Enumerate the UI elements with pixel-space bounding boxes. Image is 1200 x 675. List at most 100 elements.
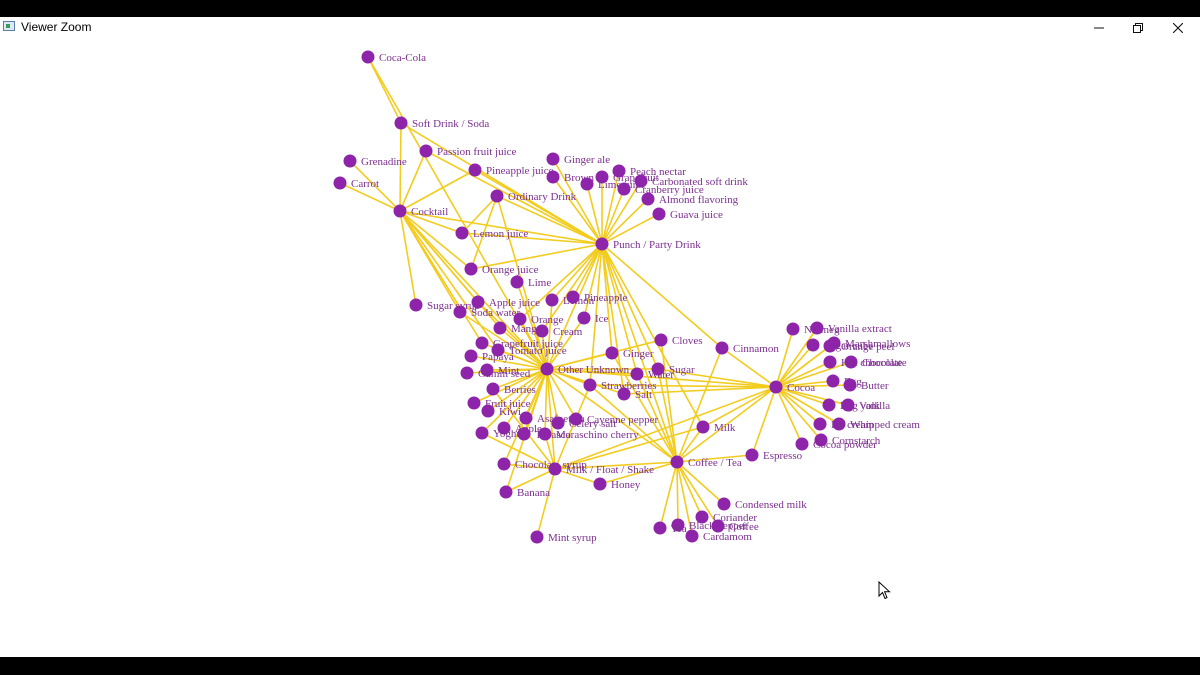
graph-node-marker[interactable]: [513, 312, 527, 326]
graph-node-chocolate[interactable]: Chocolate: [844, 355, 907, 370]
graph-node-marker[interactable]: [545, 293, 559, 307]
graph-node-marker[interactable]: [711, 519, 725, 533]
graph-node-ice[interactable]: Ice: [577, 311, 609, 326]
graph-node-marker[interactable]: [493, 321, 507, 335]
graph-node-marker[interactable]: [844, 355, 858, 369]
graph-node-marker[interactable]: [409, 298, 423, 312]
graph-node-cocoa-powder[interactable]: Cocoa powder: [795, 437, 878, 452]
graph-node-lemon-juice[interactable]: Lemon juice: [455, 226, 529, 241]
graph-node-mint-syrup[interactable]: Mint syrup: [530, 530, 598, 545]
graph-node-cayenne[interactable]: Cayenne pepper: [569, 412, 659, 427]
graph-node-marker[interactable]: [580, 177, 594, 191]
graph-node-marker[interactable]: [617, 182, 631, 196]
graph-node-marker[interactable]: [551, 416, 565, 430]
graph-node-cornstarch[interactable]: Cornstarch: [814, 433, 881, 448]
graph-node-marker[interactable]: [519, 411, 533, 425]
graph-node-marker[interactable]: [517, 427, 531, 441]
graph-node-marker[interactable]: [595, 237, 609, 251]
graph-node-salt[interactable]: Salt: [617, 387, 653, 402]
graph-node-marker[interactable]: [453, 305, 467, 319]
graph-node-marker[interactable]: [460, 366, 474, 380]
graph-node-ginger[interactable]: Ginger: [605, 346, 654, 361]
graph-node-milk-float[interactable]: Milk / Float / Shake: [548, 462, 655, 477]
graph-node-marker[interactable]: [671, 518, 685, 532]
graph-node-marker[interactable]: [566, 290, 580, 304]
minimize-button[interactable]: [1079, 17, 1119, 38]
graph-node-cumin[interactable]: Cumin seed: [460, 366, 531, 381]
graph-node-marker[interactable]: [841, 398, 855, 412]
graph-node-marker[interactable]: [490, 189, 504, 203]
graph-node-marker[interactable]: [333, 176, 347, 190]
graph-node-pineapple[interactable]: Pineapple: [566, 290, 628, 305]
graph-node-marker[interactable]: [652, 207, 666, 221]
graph-node-marker[interactable]: [419, 144, 433, 158]
graph-node-marker[interactable]: [745, 448, 759, 462]
graph-node-marker[interactable]: [595, 170, 609, 184]
window-titlebar[interactable]: Viewer Zoom: [0, 17, 1200, 38]
graph-node-marker[interactable]: [475, 426, 489, 440]
graph-node-pineapple-juice[interactable]: Pineapple juice: [468, 163, 554, 178]
graph-node-marker[interactable]: [786, 322, 800, 336]
graph-node-cocktail[interactable]: Cocktail: [393, 204, 449, 219]
graph-node-sugar[interactable]: Sugar: [651, 362, 696, 377]
graph-node-marker[interactable]: [670, 455, 684, 469]
graph-node-marker[interactable]: [486, 382, 500, 396]
graph-node-butter[interactable]: Butter: [843, 378, 889, 393]
graph-node-marker[interactable]: [630, 367, 644, 381]
graph-node-fruit-juice[interactable]: Fruit juice: [467, 396, 531, 411]
graph-node-passion[interactable]: Passion fruit juice: [419, 144, 517, 159]
graph-node-tea[interactable]: Tea: [653, 521, 687, 536]
graph-node-milk[interactable]: Milk: [696, 420, 736, 435]
graph-node-marker[interactable]: [546, 170, 560, 184]
graph-node-sugar-syrup[interactable]: Sugar syrup: [409, 298, 481, 313]
graph-node-carbonated[interactable]: Carbonated soft drink: [634, 174, 749, 189]
graph-node-marker[interactable]: [641, 192, 655, 206]
graph-node-vanilla-extract[interactable]: Vanilla extract: [810, 321, 892, 336]
graph-node-marker[interactable]: [464, 349, 478, 363]
graph-node-maraschino[interactable]: Maraschino cherry: [538, 427, 640, 442]
graph-node-marker[interactable]: [475, 336, 489, 350]
graph-node-marker[interactable]: [343, 154, 357, 168]
graph-node-hot-chocolate[interactable]: Hot chocolate: [823, 355, 903, 370]
graph-node-marker[interactable]: [832, 417, 846, 431]
graph-node-carrot[interactable]: Carrot: [333, 176, 380, 191]
graph-node-cream[interactable]: Cream: [535, 324, 583, 339]
graph-node-cardamom[interactable]: Cardamom: [685, 529, 753, 544]
graph-node-marker[interactable]: [769, 380, 783, 394]
graph-node-soft-drink[interactable]: Soft Drink / Soda: [394, 116, 490, 131]
graph-node-tomato[interactable]: Tomato juice: [491, 343, 567, 358]
graph-node-banana[interactable]: Banana: [499, 485, 551, 500]
graph-node-marker[interactable]: [455, 226, 469, 240]
graph-node-condensed[interactable]: Condensed milk: [717, 497, 808, 512]
graph-node-punch[interactable]: Punch / Party Drink: [595, 237, 702, 252]
graph-node-papaya[interactable]: Papaya: [464, 349, 514, 364]
graph-node-mango[interactable]: Mango: [493, 321, 543, 336]
graph-node-guava[interactable]: Guava juice: [652, 207, 723, 222]
graph-node-marker[interactable]: [548, 462, 562, 476]
graph-node-marker[interactable]: [823, 339, 837, 353]
graph-node-ginger-ale[interactable]: Ginger ale: [546, 152, 611, 167]
graph-node-marker[interactable]: [843, 378, 857, 392]
graph-node-lime[interactable]: Lime: [510, 275, 552, 290]
graph-node-marker[interactable]: [481, 404, 495, 418]
graph-node-ice-cream[interactable]: Ice cream: [813, 417, 875, 432]
graph-node-marker[interactable]: [546, 152, 560, 166]
graph-node-marker[interactable]: [826, 374, 840, 388]
graph-node-orange-juice[interactable]: Orange juice: [464, 262, 539, 277]
graph-node-sugar-cube[interactable]: Sugar cube: [806, 338, 874, 353]
graph-node-coffee[interactable]: Coffee: [711, 519, 759, 534]
graph-node-cinnamon[interactable]: Cinnamon: [715, 341, 780, 356]
graph-node-marker[interactable]: [696, 420, 710, 434]
graph-node-marker[interactable]: [795, 437, 809, 451]
graph-node-marker[interactable]: [394, 116, 408, 130]
graph-node-strawberries[interactable]: Strawberries: [583, 378, 657, 393]
graph-node-celery-salt[interactable]: Celery salt: [551, 416, 617, 431]
graph-node-marker[interactable]: [577, 311, 591, 325]
graph-node-berries[interactable]: Berries: [486, 382, 536, 397]
graph-node-marker[interactable]: [695, 510, 709, 524]
graph-node-marker[interactable]: [653, 521, 667, 535]
graph-node-marker[interactable]: [499, 485, 513, 499]
graph-node-almond[interactable]: Almond flavoring: [641, 192, 739, 207]
